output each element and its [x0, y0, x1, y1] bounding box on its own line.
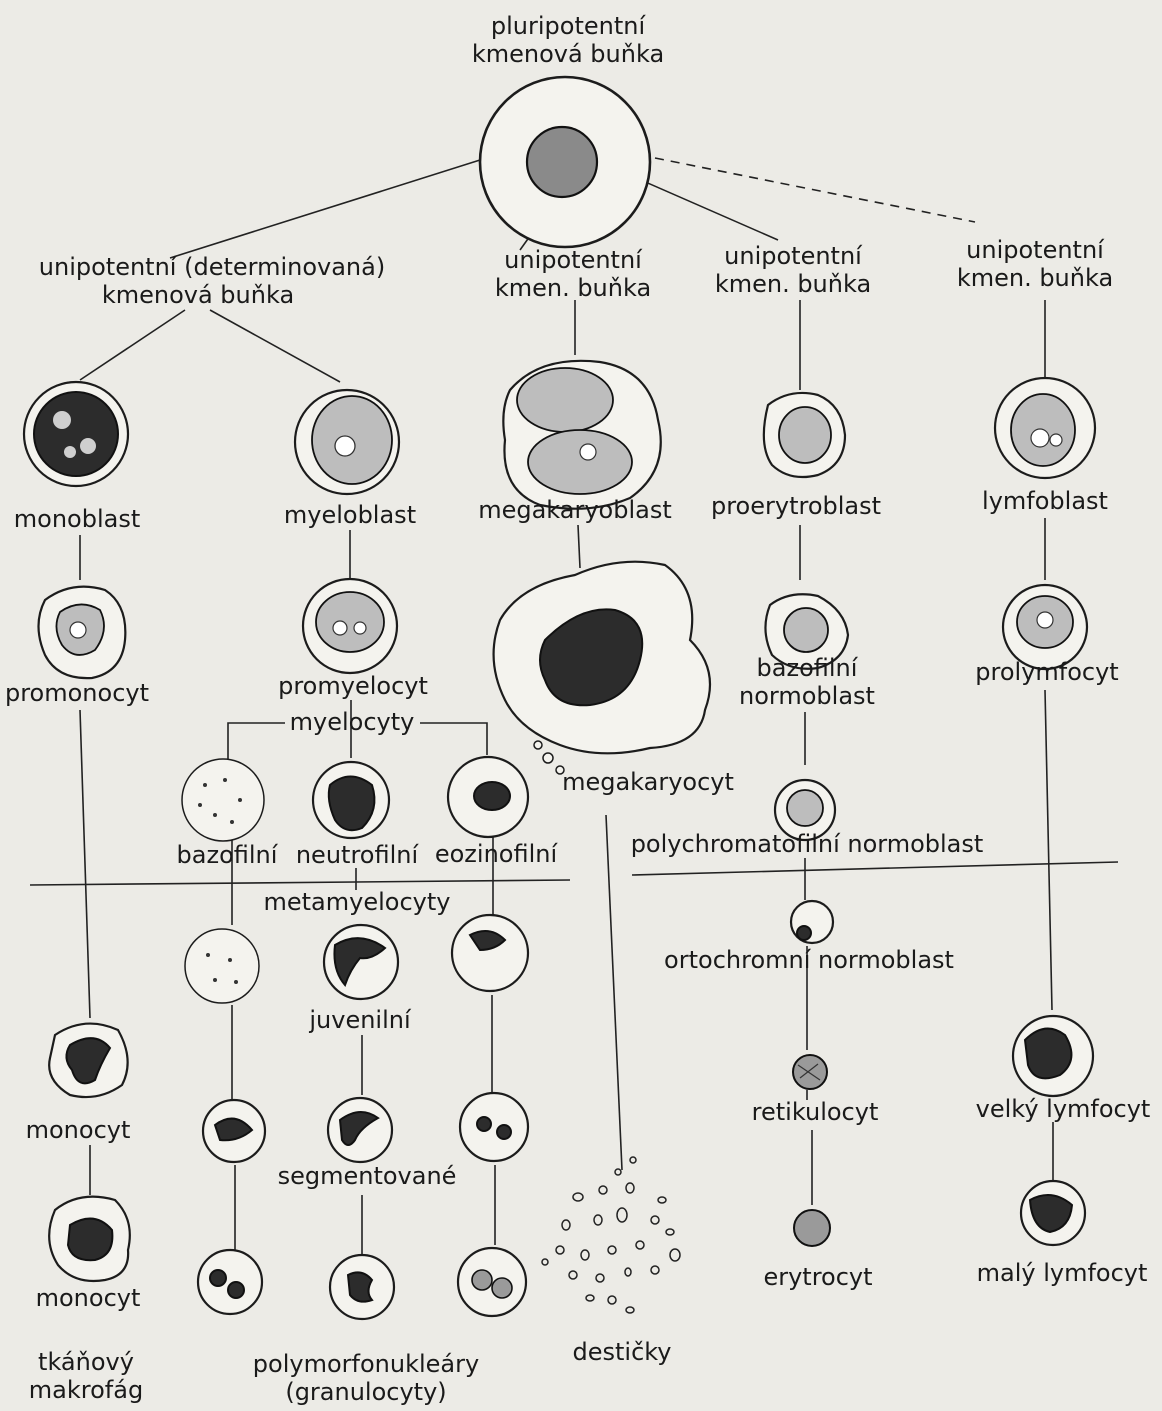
- tkanovy-makrofag-cell: [49, 1197, 130, 1281]
- eozinofilni-juvenilni-cell: [460, 1093, 528, 1161]
- proerytroblast-cell: [764, 393, 845, 477]
- label-myeloblast: myeloblast: [284, 501, 416, 529]
- label-bazofilni-normoblast-1: bazofilní: [757, 654, 859, 682]
- label-unipotent-lym-1: unipotentní: [966, 236, 1105, 264]
- pluripotent-stem-cell: [480, 77, 650, 247]
- retikulocyt-cell: [793, 1055, 827, 1089]
- label-unipotent-ery-1: unipotentní: [724, 242, 863, 270]
- erytrocyt-cell: [794, 1210, 830, 1246]
- label-proerytroblast: proerytroblast: [711, 492, 881, 520]
- label-unipotent-determined-2: kmenová buňka: [102, 281, 294, 309]
- promyelocyt-cell: [303, 579, 397, 673]
- bazofilni-myelocyt-cell: [182, 759, 264, 841]
- label-monocyt-2: monocyt: [36, 1284, 141, 1312]
- label-unipotent-ery-2: kmen. buňka: [715, 270, 871, 298]
- prolymfocyt-cell: [1003, 585, 1087, 669]
- label-megakaryocyt: megakaryocyt: [562, 768, 734, 796]
- label-unipotent-mega-1: unipotentní: [504, 246, 643, 274]
- eozinofilni-polymorfonuklear-cell: [458, 1248, 526, 1316]
- label-tkanovy-makrofag-1: tkáňový: [38, 1348, 134, 1376]
- label-eozinofilni: eozinofilní: [435, 840, 559, 868]
- eozinofilni-metamyelocyt-cell: [452, 915, 528, 991]
- bazofilni-polymorfonuklear-cell: [198, 1250, 262, 1314]
- label-metamyelocyty: metamyelocyty: [264, 888, 451, 916]
- label-retikulocyt: retikulocyt: [752, 1098, 879, 1126]
- label-myelocyty: myelocyty: [290, 708, 415, 736]
- label-pluripotent-2: kmenová buňka: [472, 40, 664, 68]
- label-erytrocyt: erytrocyt: [763, 1263, 872, 1291]
- eozinofilni-myelocyt-cell: [448, 757, 528, 837]
- label-juvenilni: juvenilní: [308, 1006, 412, 1034]
- label-monocyt-1: monocyt: [26, 1116, 131, 1144]
- monoblast-cell: [24, 382, 128, 486]
- label-pluripotent-1: pluripotentní: [491, 12, 647, 40]
- label-segmentovane: segmentované: [278, 1162, 457, 1190]
- label-velky-lymfocyt: velký lymfocyt: [976, 1095, 1151, 1123]
- label-lymfoblast: lymfoblast: [982, 487, 1108, 515]
- label-unipotent-mega-2: kmen. buňka: [495, 274, 651, 302]
- bazofilni-metamyelocyt-cell: [185, 929, 259, 1003]
- label-neutrofilni: neutrofilní: [296, 841, 420, 869]
- label-megakaryoblast: megakaryoblast: [478, 496, 672, 524]
- label-ortochromni-normoblast: ortochromní normoblast: [664, 946, 954, 974]
- label-polymorfonukleary-2: (granulocyty): [285, 1378, 446, 1406]
- neutrofilni-juvenilni-cell: [328, 1098, 392, 1162]
- label-unipotent-determined-1: unipotentní (determinovaná): [39, 253, 385, 281]
- neutrofilni-myelocyt-cell: [313, 762, 389, 838]
- ortochromni-normoblast-cell: [791, 901, 833, 943]
- neutrofilni-polymorfonuklear-cell: [330, 1255, 394, 1319]
- label-promyelocyt: promyelocyt: [278, 672, 428, 700]
- desticky-platelets: [542, 1157, 680, 1313]
- megakaryoblast-cell: [503, 361, 660, 509]
- label-desticky: destičky: [572, 1338, 671, 1366]
- monocyt-cell: [49, 1024, 127, 1097]
- neutrofilni-metamyelocyt-cell: [324, 925, 398, 999]
- label-monoblast: monoblast: [14, 505, 140, 533]
- label-tkanovy-makrofag-2: makrofág: [29, 1376, 143, 1404]
- promonocyt-cell: [39, 587, 126, 678]
- label-unipotent-lym-2: kmen. buňka: [957, 264, 1113, 292]
- label-bazofilni: bazofilní: [177, 841, 279, 869]
- label-promonocyt: promonocyt: [5, 679, 149, 707]
- label-maly-lymfocyt: malý lymfocyt: [977, 1259, 1148, 1287]
- myeloblast-cell: [295, 390, 399, 494]
- label-polychromatofilni-normoblast: polychromatofilní normoblast: [631, 830, 984, 858]
- bazofilni-juvenilni-cell: [203, 1100, 265, 1162]
- label-bazofilni-normoblast-2: normoblast: [739, 682, 875, 710]
- label-prolymfocyt: prolymfocyt: [975, 658, 1118, 686]
- label-polymorfonukleary-1: polymorfonukleáry: [253, 1350, 479, 1378]
- lymfoblast-cell: [995, 378, 1095, 478]
- maly-lymfocyt-cell: [1021, 1181, 1085, 1245]
- megakaryocyt-cell: [494, 562, 710, 774]
- velky-lymfocyt-cell: [1013, 1016, 1093, 1096]
